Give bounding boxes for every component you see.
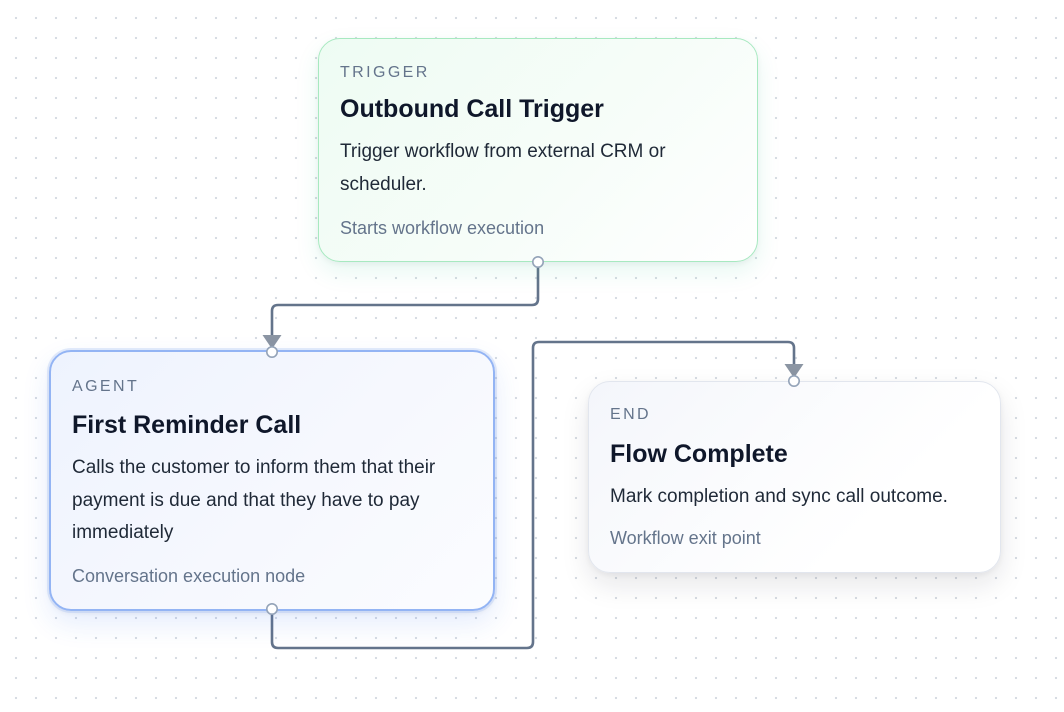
- node-description: Trigger workflow from external CRM or sc…: [340, 141, 666, 195]
- node-footer: Conversation execution node: [72, 566, 306, 586]
- node-title: Outbound Call Trigger: [340, 95, 604, 123]
- node-title: Flow Complete: [610, 440, 788, 468]
- node-kind-label: AGENT: [72, 378, 140, 395]
- edge-arrow-agent-input: [262, 335, 282, 349]
- node-kind-label: END: [610, 406, 651, 423]
- node-footer: Workflow exit point: [610, 528, 761, 548]
- node-description: Calls the customer to inform them that t…: [72, 457, 436, 543]
- node-footer: Starts workflow execution: [340, 218, 545, 238]
- node-kind-label: TRIGGER: [340, 64, 430, 81]
- agent-node[interactable]: AGENT First Reminder Call Calls the cust…: [49, 350, 495, 611]
- trigger-node[interactable]: TRIGGER Outbound Call Trigger Trigger wo…: [318, 38, 758, 262]
- node-description: Mark completion and sync call outcome.: [610, 486, 948, 507]
- edge-agent-to-end[interactable]: [270, 340, 796, 650]
- node-title: First Reminder Call: [72, 411, 302, 439]
- end-node[interactable]: END Flow Complete Mark completion and sy…: [588, 381, 1001, 573]
- edge-arrow-end-input: [784, 364, 804, 378]
- edge-trigger-to-agent[interactable]: [270, 262, 540, 339]
